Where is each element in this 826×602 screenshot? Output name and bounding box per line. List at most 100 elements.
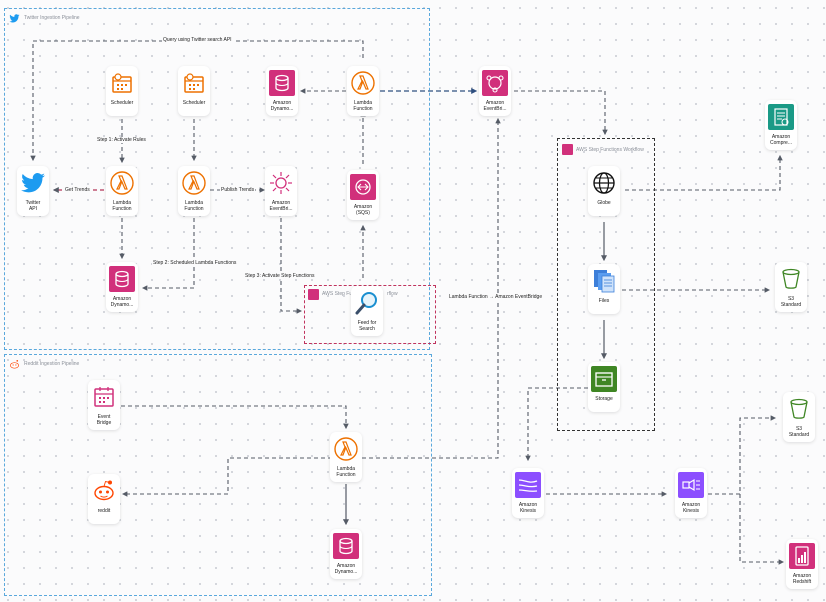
node-sqs[interactable]: Amazon(SQS) (346, 170, 380, 220)
node-reddit[interactable]: reddit (87, 474, 121, 524)
reddit-small-icon (10, 360, 19, 369)
edge-kinesis2-s3 (708, 415, 777, 495)
edge-reddit-lambda-eb (362, 117, 501, 459)
scheduler-icon (109, 70, 135, 96)
step-functions-small-suffix: rflow (387, 291, 398, 297)
dynamodb-icon (333, 533, 359, 559)
node-files[interactable]: Files (587, 264, 621, 314)
step-functions-label: AWS Step Functions Workflow (576, 147, 644, 153)
eventbridge-sun-icon (268, 170, 294, 196)
edge-eventbridge-step-workflow (514, 90, 608, 136)
step-functions-small-icon (308, 289, 319, 300)
node-sqs-label: Amazon(SQS) (353, 204, 373, 216)
edge-storage-kinesis (525, 387, 588, 462)
edge-globe-comprehend (625, 154, 783, 191)
lambda-icon (333, 436, 359, 462)
eventbridge-icon (482, 70, 508, 96)
twitter-pipeline-group: Twitter Ingestion Pipeline (4, 8, 430, 350)
twitter-icon (20, 170, 46, 196)
node-globe[interactable]: Globe (587, 166, 621, 216)
edge-label-get-trends: Get Trends (64, 187, 91, 193)
node-reddit-label: reddit (97, 508, 111, 514)
edge-lambda-reddit (121, 457, 332, 497)
kinesis-icon (515, 472, 541, 498)
edge-kinesis2-redshift (739, 494, 785, 565)
edge-label-step1: Step 1: Activate Rules (96, 137, 147, 143)
edge-eventbridge-step (280, 218, 303, 314)
globe-icon (591, 170, 617, 196)
reddit-pipeline-group: Reddit Ingestion Pipeline (4, 354, 432, 596)
dynamodb-icon (269, 70, 295, 96)
calendar-icon (91, 384, 117, 410)
node-scheduler-2-label: Scheduler (182, 100, 206, 106)
edge-label-lambda-eventbridge: Lambda Function → Amazon EventBridge (448, 294, 544, 300)
edge-lambda2-dynamo (141, 218, 195, 291)
node-storage-label: Storage (595, 396, 613, 402)
storage-icon (591, 366, 617, 392)
lambda-icon (109, 170, 135, 196)
lambda-icon (350, 70, 376, 96)
sqs-icon (350, 174, 376, 200)
kinesis-firehose-icon (678, 472, 704, 498)
lambda-icon (181, 170, 207, 196)
node-scheduler-1[interactable]: Scheduler (105, 66, 139, 116)
edge-eventbridge-lambda (121, 405, 349, 430)
twitter-pipeline-label: Twitter Ingestion Pipeline (24, 15, 80, 21)
edge-label-publish: Publish Trends (220, 187, 256, 193)
node-scheduler-1-label: Scheduler (110, 100, 134, 106)
reddit-icon (91, 478, 117, 504)
node-globe-label: Globe (597, 200, 611, 206)
twitter-bird-icon (9, 14, 20, 23)
step-functions-icon (562, 144, 573, 155)
s3-bucket-icon (778, 266, 804, 292)
node-storage[interactable]: Storage (587, 362, 621, 412)
edge-label-step2: Step 2: Scheduled Lambda Functions (152, 260, 238, 266)
edge-label-query: Query using Twitter search API (162, 37, 233, 43)
s3-bucket-icon (786, 396, 812, 422)
magnifier-icon (354, 290, 380, 316)
node-scheduler-2[interactable]: Scheduler (177, 66, 211, 116)
redshift-icon (789, 543, 815, 569)
files-icon (591, 268, 617, 294)
step-functions-workflow-group: AWS Step Functions Workflow (557, 138, 655, 431)
reddit-pipeline-label: Reddit Ingestion Pipeline (24, 361, 80, 367)
